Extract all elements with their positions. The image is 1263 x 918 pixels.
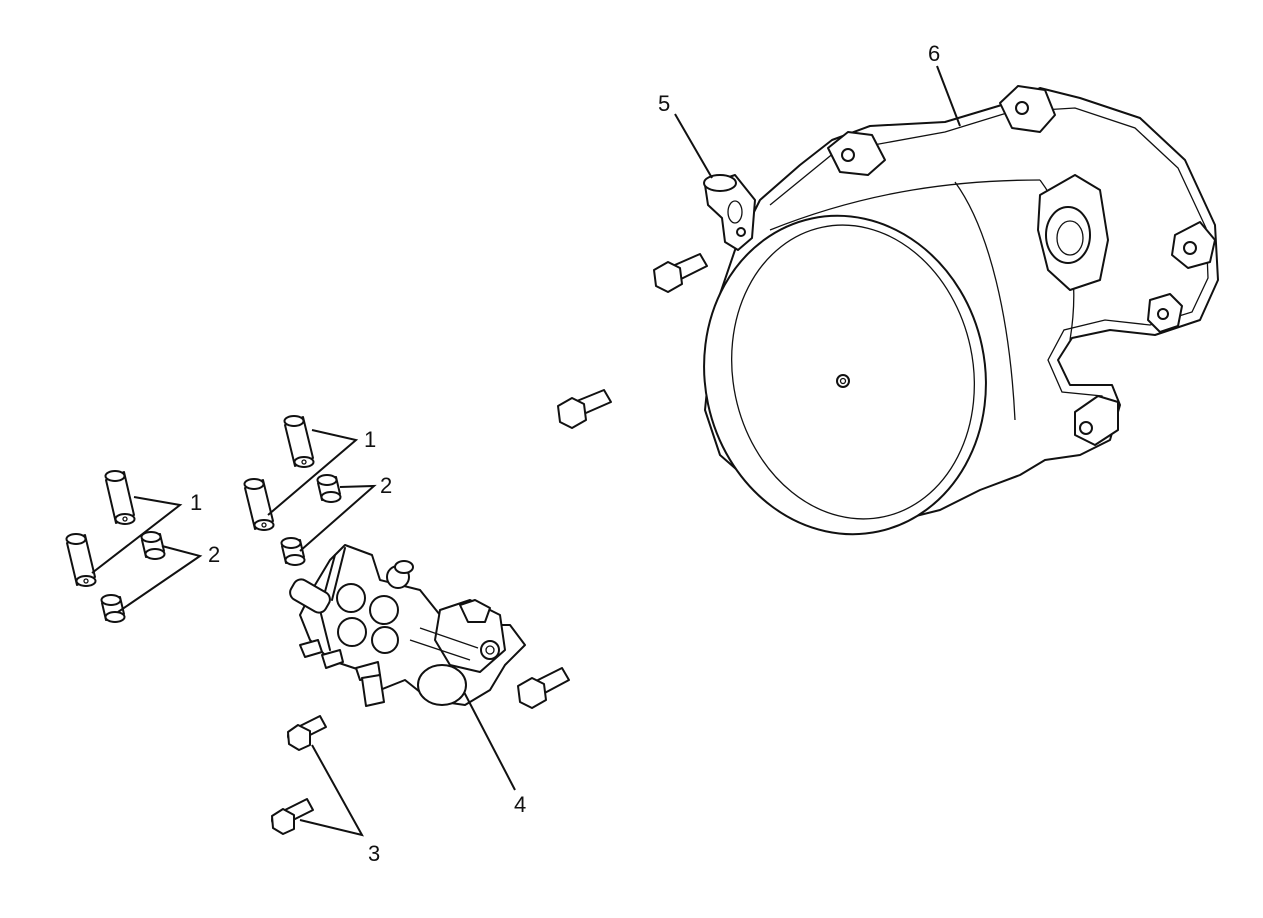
sleeve-left-2 (65, 533, 97, 587)
bushing-right-2 (280, 537, 306, 566)
sleeve-right-2 (243, 478, 275, 531)
callout-6: 6 (928, 41, 940, 66)
bolt-b (557, 389, 612, 429)
bushing-left-2 (100, 594, 126, 623)
bolt-c (517, 667, 570, 709)
bolt-a (653, 253, 708, 293)
flange-bolt-1 (287, 715, 327, 751)
flange-bolt-2 (271, 798, 314, 835)
callout-1-left: 1 (190, 490, 202, 515)
callout-4: 4 (514, 792, 526, 817)
bushing-right-1 (316, 474, 342, 503)
sleeve-left-1 (104, 470, 136, 525)
callout-5: 5 (658, 91, 670, 116)
leader-lines (91, 65, 961, 837)
callout-2-right: 2 (380, 473, 392, 498)
callout-3: 3 (368, 841, 380, 866)
callout-2-left: 2 (208, 542, 220, 567)
sleeve-right-1 (283, 415, 315, 468)
cover-housing (703, 85, 1219, 536)
bushing-left-1 (140, 531, 166, 560)
clamp-part (703, 174, 756, 251)
brush-holder-assembly (289, 544, 526, 707)
callout-1-right: 1 (364, 427, 376, 452)
